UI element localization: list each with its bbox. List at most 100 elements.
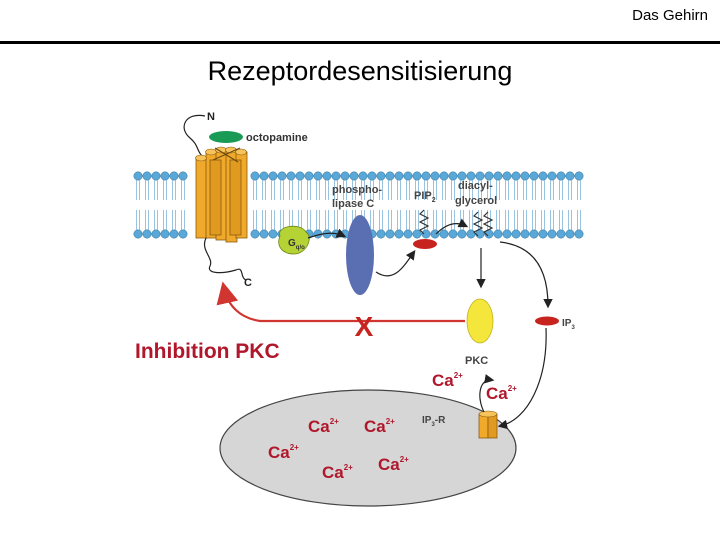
lipid-tail [388,210,392,230]
calcium-ion-er-2: Ca2+ [364,417,395,436]
lipid-head [268,171,278,181]
lipid-tail [415,210,419,230]
lipid-head [547,229,557,239]
ip3-molecule [535,316,559,326]
lipid-head [286,171,296,181]
lipid-tail [334,210,338,230]
lipid-head [448,171,458,181]
lipid-tail [298,180,302,200]
lipid-tail [442,180,446,200]
header-divider [0,41,720,44]
plc-to-pip2-arrow [375,250,416,277]
lipid-tail [253,180,257,200]
lipid-head [538,171,548,181]
lipid-tail [406,180,410,200]
lipid-head [340,171,350,181]
lipid-tail [181,180,185,200]
lipid-tail [451,180,455,200]
lipid-head [394,229,404,239]
lipid-tail [280,180,284,200]
lipid-head [322,171,332,181]
lipid-tail [307,180,311,200]
lipid-head [277,171,287,181]
lipid-tail [181,210,185,230]
lipid-tail [469,210,473,230]
ip3-to-receptor-arrow [497,327,547,430]
lipid-tail [172,210,176,230]
lipid-tail [559,180,563,200]
phospholipase-label-2: lipase C [332,198,374,210]
lipid-tail [523,180,527,200]
lipid-tail [568,180,572,200]
cell-membrane [133,171,584,239]
phospholipase-label-1: phospho- [332,184,382,196]
lipid-head [385,229,395,239]
g-protein-label: Gq/o [288,238,305,251]
lipid-head [313,171,323,181]
lipid-tail [136,180,140,200]
lipid-tail [496,180,500,200]
lipid-tail [559,210,563,230]
lipid-head [511,229,521,239]
lipid-tail [397,210,401,230]
lipid-head [142,171,152,181]
lipid-tail [505,210,509,230]
pip2-headgroup [413,239,437,249]
dag-label-1: diacyl- [458,180,493,192]
lipid-tail [379,180,383,200]
lipid-head [529,171,539,181]
lipid-head [439,229,449,239]
lipid-tail [478,180,482,200]
g-protein [278,225,310,255]
n-terminus-chain [183,114,207,159]
lipid-tail [343,180,347,200]
lipid-head [538,229,548,239]
lipid-tail [334,180,338,200]
lipid-head [169,171,179,181]
lipid-tail [397,180,401,200]
lipid-head [268,229,278,239]
lipid-head [160,229,170,239]
lipid-head [421,171,431,181]
calcium-ion-er-4: Ca2+ [322,463,353,482]
inhibition-arrow [216,281,465,323]
lipid-head [169,229,179,239]
lipid-head [502,171,512,181]
lipid-tail [532,180,536,200]
lipid-head [367,171,377,181]
inhibition-pkc-label: Inhibition PKC [135,340,280,363]
lipid-tail [460,180,464,200]
calcium-ion-er-1: Ca2+ [308,417,339,436]
lipid-head [520,229,530,239]
lipid-head [160,171,170,181]
lipid-tail [424,180,428,200]
lipid-tail [271,210,275,230]
lipid-tail [541,210,545,230]
lipid-head [250,229,260,239]
lipid-head [574,171,584,181]
ip3-receptor-channel [478,410,498,439]
lipid-head [250,171,260,181]
lipid-tail [280,210,284,230]
lipid-tail [433,180,437,200]
lipid-tail [262,210,266,230]
lipid-head [151,171,161,181]
lipid-tail [469,180,473,200]
ip3-label: IP3 [562,318,575,331]
lipid-tail [163,210,167,230]
lipid-tail [550,180,554,200]
lipid-head [412,229,422,239]
lipid-tail [379,210,383,230]
lipid-head [376,229,386,239]
lipid-tail [505,180,509,200]
lipid-head [151,229,161,239]
lipid-head [259,229,269,239]
ip3-release-arrow [499,241,553,309]
lipid-head [475,171,485,181]
lipid-tail [352,180,356,200]
calcium-release-arrow [479,374,495,413]
lipid-tail [154,210,158,230]
lipid-tail [415,180,419,200]
lipid-head [358,171,368,181]
lipid-head [376,171,386,181]
